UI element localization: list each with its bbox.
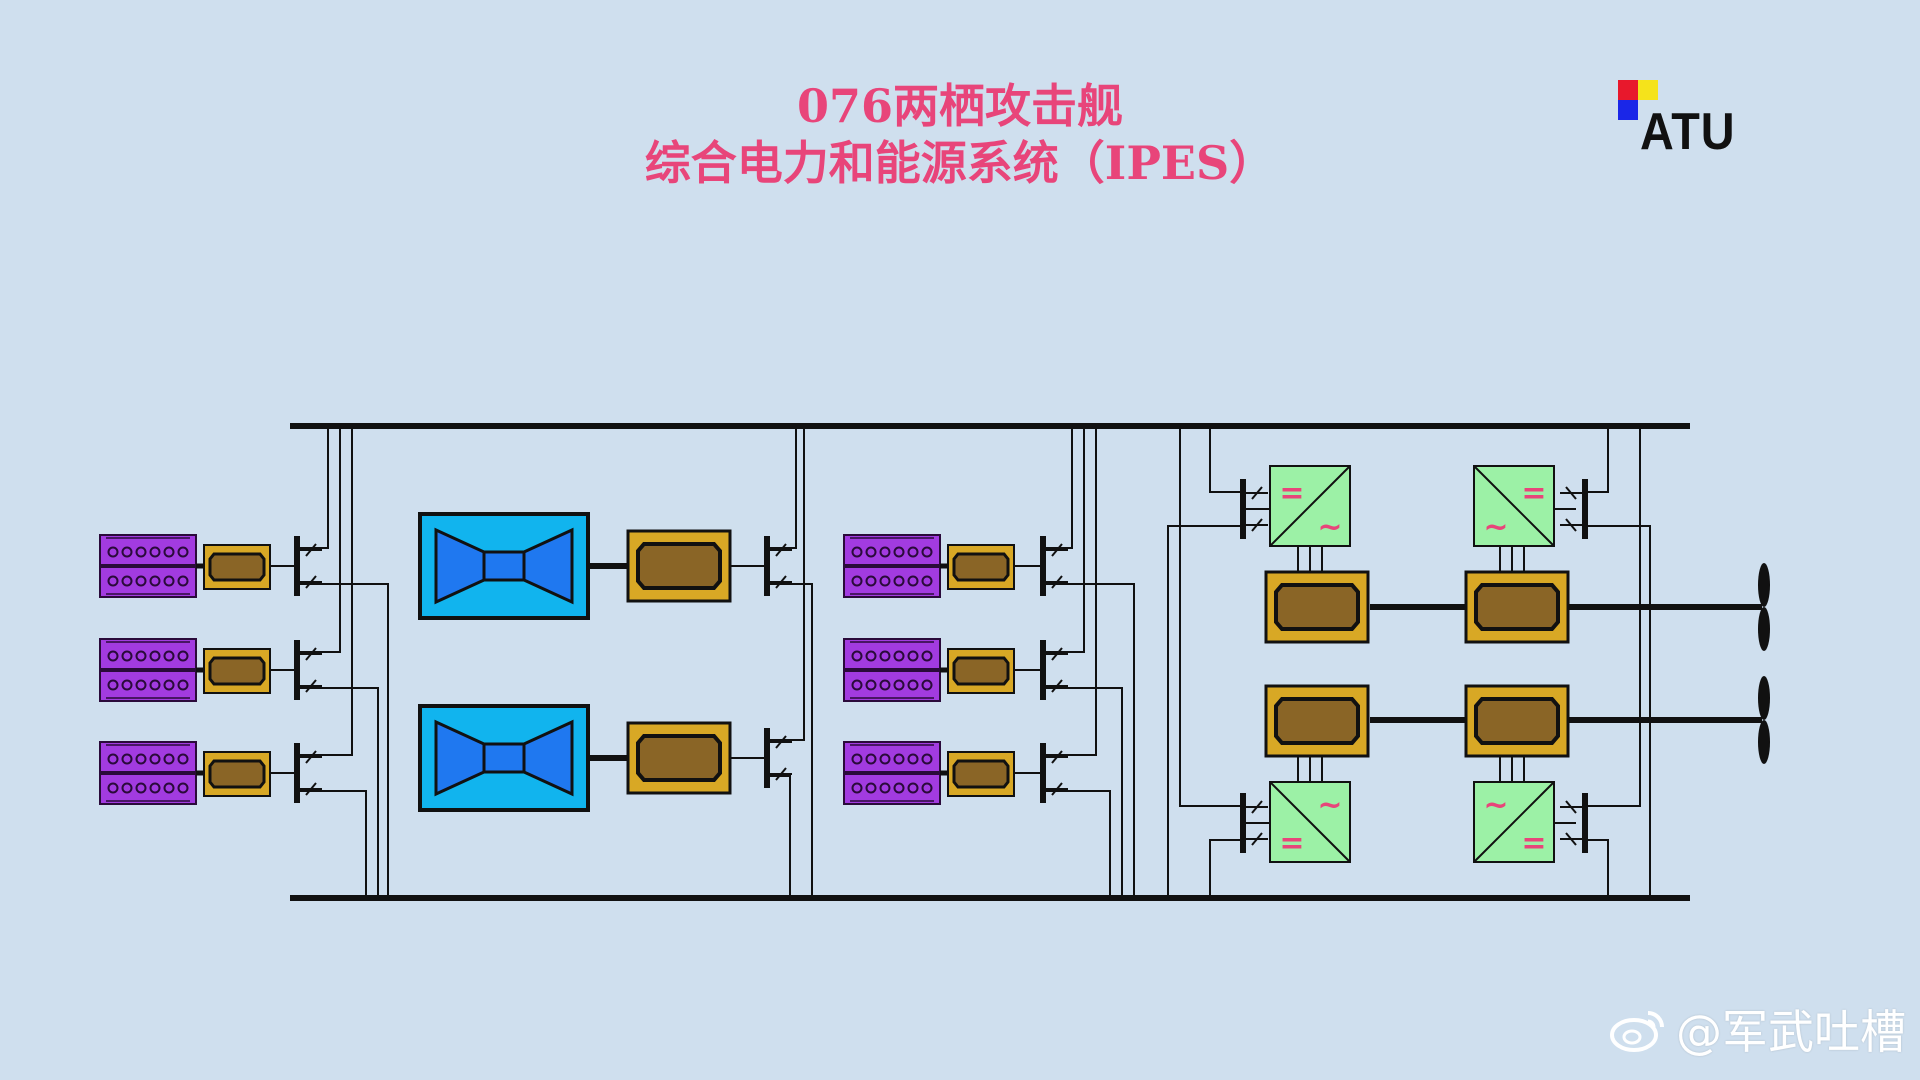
gas-turbine-generator-set bbox=[418, 512, 793, 620]
diesel-engine bbox=[842, 740, 942, 806]
circuit-breaker bbox=[1039, 742, 1069, 804]
logo-red-square bbox=[1618, 80, 1638, 100]
diesel-engine bbox=[842, 533, 942, 599]
connection-wires bbox=[300, 429, 1651, 895]
diagram-title: 076两栖攻击舰 综合电力和能源系统（IPES） bbox=[0, 78, 1920, 192]
ac-symbol: ~ bbox=[1317, 510, 1342, 545]
diesel-generator-set bbox=[842, 740, 1069, 806]
diesel-generator-set bbox=[98, 637, 323, 703]
ac-symbol: ~ bbox=[1317, 788, 1342, 823]
generator bbox=[202, 647, 272, 695]
diesel-generator-set bbox=[842, 533, 1069, 599]
watermark: @军武吐槽 bbox=[1608, 996, 1906, 1062]
diesel-engine bbox=[98, 533, 198, 599]
diesel-generator-set bbox=[98, 533, 323, 599]
generator bbox=[202, 750, 272, 798]
dc-symbol: = bbox=[1521, 826, 1546, 861]
title-line-2: 综合电力和能源系统（IPES） bbox=[644, 136, 1276, 190]
diesel-engine bbox=[842, 637, 942, 703]
propulsion-motor bbox=[1464, 684, 1570, 758]
dc-symbol: = bbox=[1279, 476, 1304, 511]
generator bbox=[946, 750, 1016, 798]
generator bbox=[946, 647, 1016, 695]
generator bbox=[626, 721, 732, 795]
watermark-text: @军武吐槽 bbox=[1676, 1005, 1906, 1059]
power-converter: = ~ bbox=[1473, 465, 1555, 547]
gas-turbine bbox=[418, 512, 590, 620]
circuit-breaker bbox=[293, 742, 323, 804]
propulsion-motor bbox=[1264, 570, 1370, 644]
power-converter: = ~ bbox=[1269, 465, 1351, 547]
circuit-breaker bbox=[763, 727, 793, 789]
circuit-breaker bbox=[293, 639, 323, 701]
title-line-1: 076两栖攻击舰 bbox=[796, 79, 1124, 133]
generator bbox=[946, 543, 1016, 591]
power-converter: ~ = bbox=[1473, 781, 1555, 863]
propulsion-motor bbox=[1264, 684, 1370, 758]
diesel-engine bbox=[98, 637, 198, 703]
logo-yellow-square bbox=[1638, 80, 1658, 100]
circuit-breaker bbox=[293, 535, 323, 597]
diesel-generator-set bbox=[842, 637, 1069, 703]
gas-turbine bbox=[418, 704, 590, 812]
dc-symbol: = bbox=[1279, 826, 1304, 861]
logo-text: ATU bbox=[1640, 103, 1736, 161]
dc-symbol: = bbox=[1521, 476, 1546, 511]
ac-symbol: ~ bbox=[1483, 788, 1508, 823]
circuit-breaker bbox=[1039, 535, 1069, 597]
generator bbox=[202, 543, 272, 591]
circuit-breaker bbox=[1039, 639, 1069, 701]
diesel-generator-set bbox=[98, 740, 323, 806]
weibo-icon bbox=[1610, 1011, 1664, 1052]
atu-logo: ATU bbox=[1618, 80, 1735, 161]
propulsion-motor bbox=[1464, 570, 1570, 644]
power-converter: ~ = bbox=[1269, 781, 1351, 863]
gas-turbine-generator-set bbox=[418, 704, 793, 812]
logo-blue-square bbox=[1618, 100, 1638, 120]
generator bbox=[626, 529, 732, 603]
circuit-breaker bbox=[763, 535, 793, 597]
ac-symbol: ~ bbox=[1483, 510, 1508, 545]
diesel-engine bbox=[98, 740, 198, 806]
